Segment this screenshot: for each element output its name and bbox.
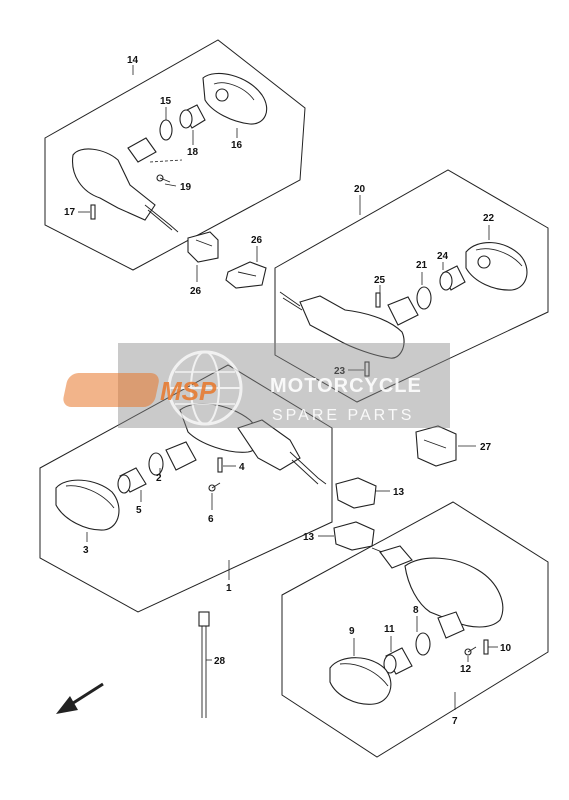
watermark-line-1: MOTORCYCLE — [270, 375, 422, 397]
group-1-front-left-turn-signal — [39, 364, 333, 613]
callout-13-a: 13 — [393, 487, 405, 498]
callout-28: 28 — [214, 656, 226, 667]
callout-22: 22 — [483, 213, 495, 224]
callout-2: 2 — [156, 473, 162, 484]
group-7-front-right-turn-signal — [281, 501, 549, 758]
callout-14: 14 — [127, 55, 139, 66]
callout-19: 19 — [180, 182, 192, 193]
callout-15: 15 — [160, 96, 172, 107]
part-26-rubber-cushions — [187, 231, 267, 289]
callout-4: 4 — [239, 462, 245, 473]
watermark-logo: MSP — [160, 376, 217, 406]
callout-26-b: 26 — [251, 235, 263, 246]
front-direction-arrow-icon — [56, 682, 104, 714]
part-28-cable-tie — [198, 611, 212, 718]
callout-5: 5 — [136, 505, 142, 516]
part-27-rubber-mount — [415, 425, 476, 467]
callout-6: 6 — [208, 514, 214, 525]
callout-10: 10 — [500, 643, 512, 654]
watermark-line-2: SPARE PARTS — [272, 407, 414, 424]
callout-3: 3 — [83, 545, 89, 556]
group-14-rear-left-turn-signal — [44, 39, 306, 271]
callout-1: 1 — [226, 583, 232, 594]
callout-17: 17 — [64, 207, 76, 218]
callout-27: 27 — [480, 442, 492, 453]
callout-26-a: 26 — [190, 286, 202, 297]
callout-16: 16 — [231, 140, 243, 151]
callout-7: 7 — [452, 716, 458, 727]
callout-25: 25 — [374, 275, 386, 286]
callout-11: 11 — [384, 624, 395, 635]
callout-8: 8 — [413, 605, 419, 616]
callout-20: 20 — [354, 184, 366, 195]
callout-9: 9 — [349, 626, 355, 637]
callout-21: 21 — [416, 260, 428, 271]
watermark: MSP MOTORCYCLE SPARE PARTS — [63, 343, 450, 428]
callout-24: 24 — [437, 251, 449, 262]
callout-23: 23 — [334, 366, 346, 377]
callout-18: 18 — [187, 147, 199, 158]
group-20-rear-right-turn-signal — [274, 169, 549, 403]
callout-13-b: 13 — [303, 532, 315, 543]
callout-12: 12 — [460, 664, 472, 675]
part-13-cushions — [318, 477, 390, 551]
